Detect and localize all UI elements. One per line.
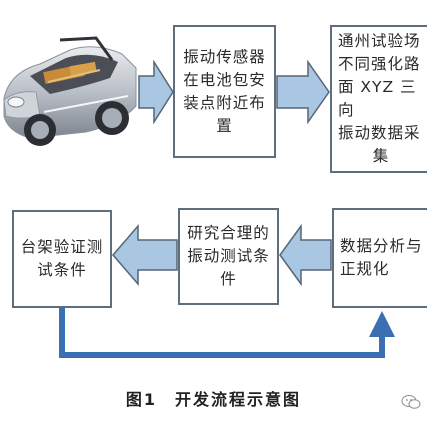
step-line: 集 (372, 147, 390, 165)
arrow-right-icon (138, 60, 174, 124)
step-line: 件 (220, 270, 237, 288)
step-line: 试条件 (37, 261, 87, 279)
step-line: 研究合理的 (187, 224, 270, 242)
step-line: 在电池包安 (183, 70, 266, 89)
step-sensor-placement: 振动传感器 在电池包安 装点附近布 置 (173, 25, 276, 158)
step-line: 不同强化路 (338, 55, 421, 73)
step-data-analysis: 数据分析与 正规化 (332, 208, 427, 308)
step-line: 正规化 (340, 260, 390, 278)
car-photo (0, 20, 138, 160)
step-line: 振动测试条 (187, 247, 270, 265)
step-line: 振动传感器 (183, 47, 266, 66)
arrow-left-icon (112, 224, 178, 286)
arrow-right-icon (276, 60, 330, 124)
step-line: 通州试验场 (338, 32, 421, 50)
step-line: 置 (216, 116, 233, 135)
step-bench-verification: 台架验证测 试条件 (12, 210, 112, 308)
wechat-logo-icon (401, 395, 421, 409)
step-line: 面 XYZ 三向 (338, 78, 417, 119)
step-test-condition-research: 研究合理的 振动测试条 件 (178, 208, 279, 305)
arrow-left-icon (279, 224, 332, 286)
loop-arrow-icon (59, 307, 395, 358)
figure-caption: 图1 开发流程示意图 (125, 390, 302, 409)
step-data-collection: 通州试验场 不同强化路 面 XYZ 三向 振动数据采 集 (330, 25, 427, 173)
step-line: 振动数据采 (338, 124, 421, 142)
step-line: 装点附近布 (183, 93, 266, 112)
step-line: 数据分析与 (340, 237, 423, 255)
step-line: 台架验证测 (20, 238, 104, 256)
